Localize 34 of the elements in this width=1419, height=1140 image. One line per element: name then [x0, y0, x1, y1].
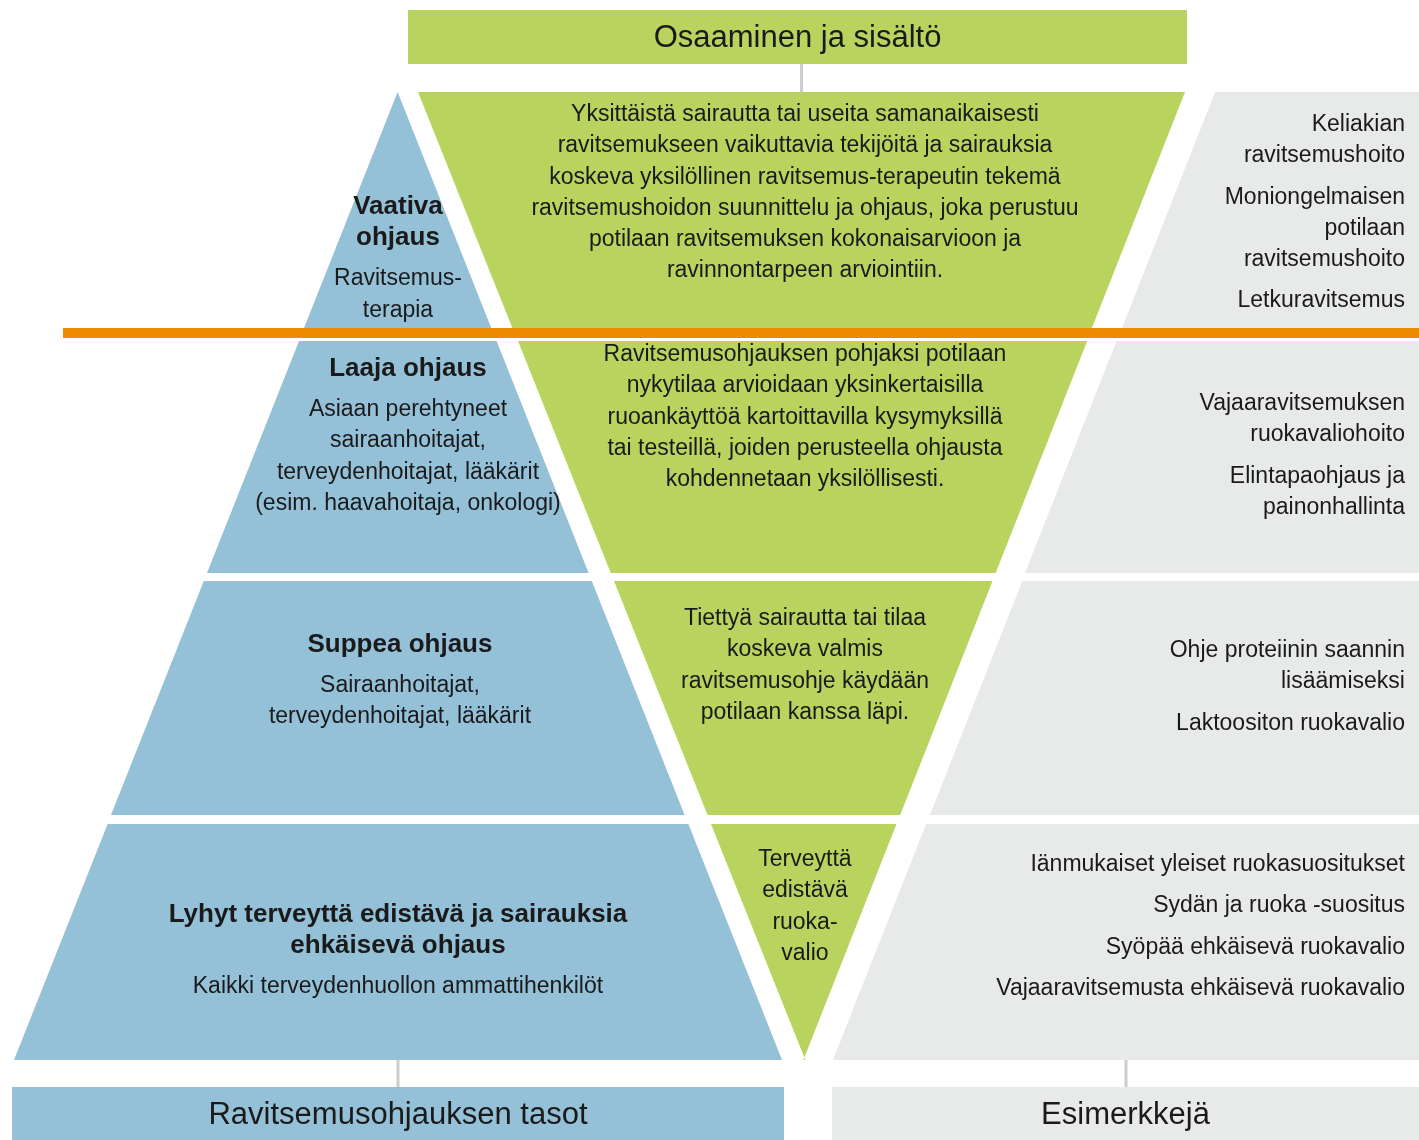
footer-banner: Esimerkkejä	[832, 1087, 1419, 1140]
example-text: Keliakian ravitsemushoito	[1242, 109, 1405, 170]
content-description: Tiettyä sairautta tai tilaa koskeva valmis ravitsemusohje käydään potilaan kanssa läpi.	[679, 603, 930, 726]
content-description: Ravitsemusohjauksen pohjaksi potilaan nykytilaa arvioidaan yksinkertaisilla ruoankäyttöä kartoittavilla kysymyksillä tai testeillä, joiden perusteella ohjausta kohdennetaan yksilöllisesti.	[602, 339, 1008, 494]
pyramid-level	[207, 341, 589, 573]
example-panel	[1025, 341, 1419, 573]
example-text: Vajaaravitsemusta ehkäisevä ruokavalio	[995, 972, 1405, 1002]
example-text: Syöpää ehkäisevä ruokavalio	[1104, 931, 1405, 961]
connector-line	[396, 1060, 400, 1087]
example-text: Laktoositon ruokavalio	[1175, 707, 1405, 737]
example-text: Iänmukaiset yleiset ruokasuositukset	[1029, 849, 1405, 878]
level-title: Suppea ohjaus	[306, 628, 494, 660]
level-description: Sairaanhoitajat, terveydenhoitajat, lääkärit	[267, 670, 533, 731]
example-panel	[1121, 92, 1419, 328]
example-text: Elintapaohjaus ja painonhallinta	[1228, 460, 1405, 521]
level-title: Vaativa ohjaus	[352, 190, 444, 253]
connector-line	[800, 64, 803, 92]
level-description: Asiaan perehtyneet sairaanhoitajat, terveydenhoitajat, lääkärit (esim. haavahoitaja, onkologi)	[254, 394, 562, 517]
example-text: Letkuravitsemus	[1236, 285, 1405, 315]
inverted-triangle-segment	[613, 581, 993, 815]
example-text: Sydän ja ruoka -suositus	[1152, 890, 1405, 920]
header-banner: Osaaminen ja sisältö	[408, 10, 1187, 64]
level-description: Kaikki terveydenhuollon ammattihenkilöt	[191, 971, 605, 1001]
example-text: Vajaaravitsemuksen ruokavaliohoito	[1198, 388, 1405, 449]
connector-line	[1124, 1060, 1128, 1087]
level-title: Laaja ohjaus	[328, 352, 488, 384]
example-text: Moniongelmaisen potilaan ravitsemushoito	[1223, 181, 1405, 274]
example-text: Ohje proteiinin saannin lisäämiseksi	[1168, 635, 1405, 696]
level-description: Ravitsemus-terapia	[333, 263, 463, 324]
example-panel	[929, 581, 1419, 815]
content-description: Yksittäistä sairautta tai useita samanaikaisesti ravitsemukseen vaikuttavia tekijöitä ja sairauksia koskeva yksilöllinen ravitsemus-terapeutin tekemä ravitsemushoidon suunnittelu ja ohjaus, joka perustuu potilaan ravitsemuksen kokonaisarvioon ja ravinnontarpeen arviointiin.	[530, 99, 1080, 285]
footer-banner: Ravitsemusohjauksen tasot	[12, 1087, 784, 1140]
level-title: Lyhyt terveyttä edistävä ja sairauksia ehkäisevä ohjaus	[167, 898, 629, 961]
content-description: Terveyttä edistävä ruoka-valio	[757, 844, 853, 967]
